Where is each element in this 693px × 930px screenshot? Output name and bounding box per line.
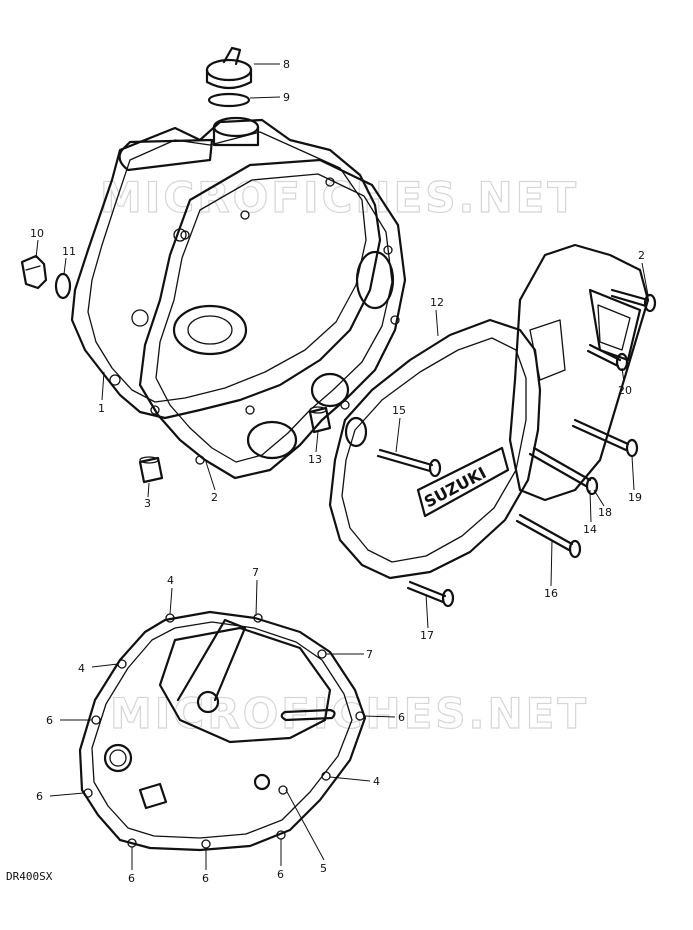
callout-14: 14 (583, 523, 597, 536)
callout-1: 1 (98, 402, 105, 415)
callout-6-left-upper: 6 (46, 714, 53, 727)
callout-9: 9 (283, 91, 290, 104)
leader-lines (35, 63, 649, 870)
callout-2-gasket: 2 (211, 491, 218, 504)
callout-6-left-lower: 6 (36, 790, 43, 803)
callout-5: 5 (320, 862, 327, 875)
callout-3: 3 (144, 497, 151, 510)
drain-plug (20, 254, 48, 290)
callout-17: 17 (420, 629, 434, 642)
callout-6-bottom-mid: 6 (202, 872, 209, 885)
callout-13: 13 (308, 453, 322, 466)
bolt-2 (610, 288, 657, 313)
oil-filler-plug (205, 46, 253, 90)
watermark-top: MICROFICHES.NET (100, 173, 579, 222)
bolt-17 (406, 580, 455, 608)
crankcase-cover-left (70, 116, 382, 420)
callout-8: 8 (283, 58, 290, 71)
clutch-cover (78, 610, 367, 852)
callout-12: 12 (430, 296, 444, 309)
bolt-19 (571, 418, 639, 458)
callout-19: 19 (628, 491, 642, 504)
callout-16: 16 (544, 587, 558, 600)
callout-7-top: 7 (252, 566, 259, 579)
callout-20: 20 (618, 384, 632, 397)
bolt-15 (376, 448, 442, 478)
callout-6-right: 6 (398, 711, 405, 724)
sprocket-cover (508, 243, 650, 502)
o-ring (207, 92, 251, 108)
callout-4-top: 4 (167, 574, 174, 587)
callout-7-right: 7 (366, 648, 373, 661)
callout-11: 11 (62, 245, 76, 258)
diagram-code: DR400SX (6, 870, 53, 883)
bolt-16 (515, 513, 582, 559)
washer (54, 272, 72, 300)
callout-6-bottom-left: 6 (128, 872, 135, 885)
gasket (138, 158, 407, 480)
callout-2-bolt: 2 (638, 249, 645, 262)
dowel-pin-13 (308, 406, 332, 434)
bolt-18 (528, 446, 599, 496)
callout-10: 10 (30, 227, 44, 240)
callout-labels: 8 9 10 11 1 2 3 13 12 2 15 20 19 18 14 1… (30, 58, 645, 885)
callout-4-left: 4 (78, 662, 85, 675)
dowel-pin-3 (138, 456, 164, 484)
bolt-20 (586, 343, 629, 372)
callout-6-bottom-right: 6 (277, 868, 284, 881)
magneto-cover: SUZUKI (328, 318, 542, 580)
callout-18: 18 (598, 506, 612, 519)
callout-4-right: 4 (373, 775, 380, 788)
callout-15: 15 (392, 404, 406, 417)
